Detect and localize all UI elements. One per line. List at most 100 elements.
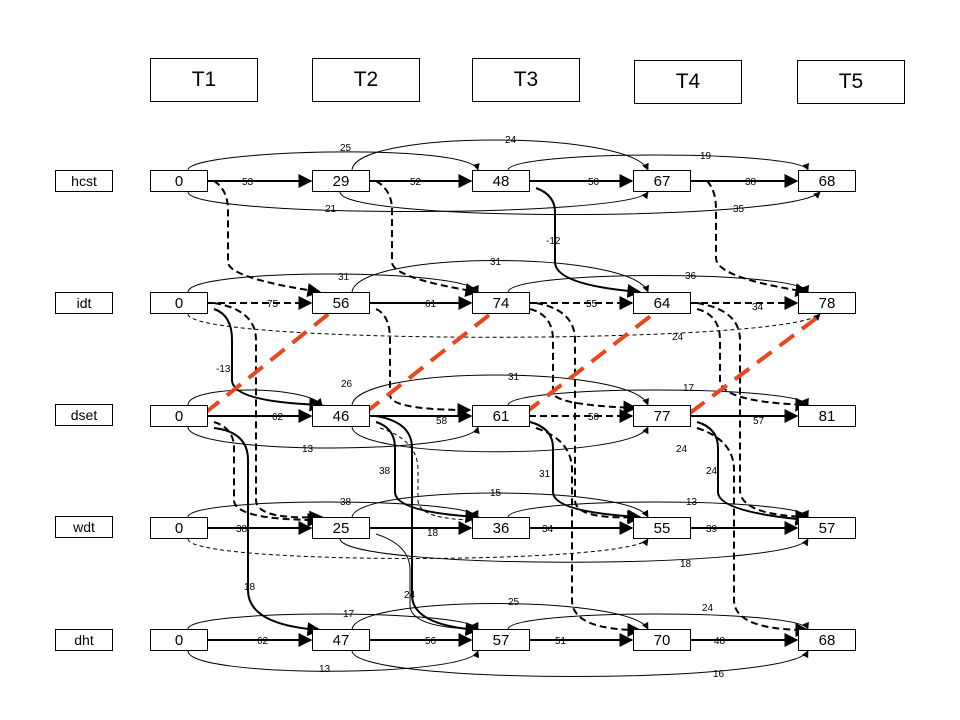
task-header-t3: T3 (472, 58, 580, 102)
arc-hcst-below-2 (339, 191, 821, 215)
arc-dht-below-2 (351, 650, 809, 677)
node-hcst-t5: 68 (798, 170, 856, 192)
label-hcst-next-1: 53 (242, 177, 254, 188)
arc-dset-above-2 (351, 374, 649, 406)
label-idt-above-3: 36 (685, 271, 697, 282)
task-header-t4: T4 (634, 60, 742, 104)
label-hcst-next-4: 38 (745, 177, 757, 188)
label-dset-above-1: 26 (341, 379, 353, 390)
label-idt-above-2: 31 (490, 257, 502, 268)
label-dht-next-1: 62 (257, 636, 269, 647)
arc-dset-below-2 (351, 426, 649, 453)
cross-hcst1-idt2 (375, 180, 480, 297)
cross-dset2-wdt3 (529, 421, 642, 524)
label-dht-next-3: 51 (555, 636, 567, 647)
arc-hcst-above-1 (187, 151, 480, 171)
critical-line-1 (203, 306, 338, 415)
label-hcst-above-3: 19 (700, 151, 712, 162)
row-label-dset: dset (55, 404, 113, 426)
label-idt-next-3: 55 (586, 299, 598, 310)
node-hcst-t1: 0 (150, 170, 208, 192)
label-dht-next-4: 48 (714, 636, 726, 647)
label-wdt-below-1: 18 (680, 559, 692, 570)
node-dset-t2: 46 (312, 405, 370, 427)
cross-dset3-dht4 (696, 427, 810, 637)
label-idt-next-2: 61 (425, 299, 437, 310)
label-wdt-next-1: 38 (236, 524, 248, 535)
node-wdt-t4: 55 (633, 517, 691, 539)
row-label-idt: idt (55, 292, 113, 314)
node-dht-t1: 0 (150, 629, 208, 651)
node-hcst-t3: 48 (472, 170, 530, 192)
label-cross-6: 18 (244, 582, 256, 593)
label-cross-4: 31 (539, 469, 551, 480)
arc-dht-above-3 (507, 613, 809, 630)
arc-idt-above-3 (507, 275, 810, 293)
cross-dset2-dht3 (535, 427, 642, 637)
cross-dset1-wdt2-b (379, 427, 479, 524)
arc-dht-above-2 (351, 603, 649, 630)
label-cross-7: 24 (404, 590, 416, 601)
label-wdt-above-2: 15 (490, 488, 502, 499)
node-wdt-t1: 0 (150, 517, 208, 539)
critical-line-4 (688, 306, 832, 415)
node-dht-t4: 70 (633, 629, 691, 651)
cross-idt2-wdt3 (535, 302, 642, 525)
cross-hcst0-idt1 (213, 180, 322, 298)
label-dset-next-1: 62 (272, 412, 284, 423)
row-label-dht: dht (55, 629, 113, 651)
node-hcst-t4: 67 (633, 170, 691, 192)
node-wdt-t2: 25 (312, 517, 370, 539)
cross-dset3-wdt4 (696, 421, 810, 526)
node-dset-t4: 77 (633, 405, 691, 427)
node-hcst-t2: 29 (312, 170, 370, 192)
label-dht-below-2: 16 (713, 669, 725, 680)
label-hcst-above-1: 25 (340, 143, 352, 154)
label-dht-above-2: 25 (508, 597, 520, 608)
node-dht-t2: 47 (312, 629, 370, 651)
node-idt-t4: 64 (633, 292, 691, 314)
arc-wdt-above-3 (507, 501, 809, 518)
critical-line-3 (523, 306, 663, 415)
arc-hcst-above-2 (351, 139, 649, 171)
arc-idt-below-1 (187, 313, 821, 338)
node-dht-t5: 68 (798, 629, 856, 651)
cross-wdt1-dht2 (375, 533, 479, 633)
arc-hcst-below-1 (187, 191, 649, 212)
cross-idt3-wdt4 (696, 302, 810, 524)
label-wdt-next-2: 18 (427, 528, 439, 539)
edge-labels: 53 52 50 38 25 24 19 21 35 75 61 55 34 3… (216, 135, 765, 680)
arc-wdt-below-2 (339, 538, 809, 563)
label-hcst-below-1: 21 (325, 204, 337, 215)
label-dset-above-3: 17 (683, 383, 695, 394)
node-dht-t3: 57 (472, 629, 530, 651)
label-dht-next-2: 56 (425, 636, 437, 647)
node-idt-t2: 56 (312, 292, 370, 314)
label-idt-below-1: 24 (672, 332, 684, 343)
cross-dset0-wdt1 (213, 421, 322, 527)
cross-dset0-dht1 (213, 427, 322, 637)
critical-line-2 (363, 306, 500, 415)
arc-hcst-above-3 (507, 154, 809, 171)
row-label-wdt: wdt (55, 516, 113, 538)
label-hcst-next-3: 50 (588, 177, 600, 188)
label-dset-above-2: 31 (508, 372, 520, 383)
label-cross-2: -13 (216, 364, 231, 375)
cross-dset1-dht2 (375, 415, 480, 637)
node-wdt-t3: 36 (472, 517, 530, 539)
arc-idt-above-2 (351, 260, 649, 293)
cross-dset1-wdt2 (375, 421, 480, 524)
cross-idt2-dset3 (529, 308, 638, 415)
label-wdt-above-3: 13 (686, 497, 698, 508)
cross-idt3-dset4 (696, 308, 810, 412)
label-hcst-next-2: 52 (410, 177, 422, 188)
cross-hcst3-idt4 (706, 180, 810, 298)
label-dset-below-1: 13 (302, 444, 314, 455)
arc-dset-below-1 (187, 426, 480, 449)
label-dset-below-2: 24 (676, 444, 688, 455)
label-wdt-above-1: 38 (340, 497, 352, 508)
label-hcst-below-2: 35 (733, 204, 745, 215)
label-dset-next-4: 57 (753, 416, 765, 427)
